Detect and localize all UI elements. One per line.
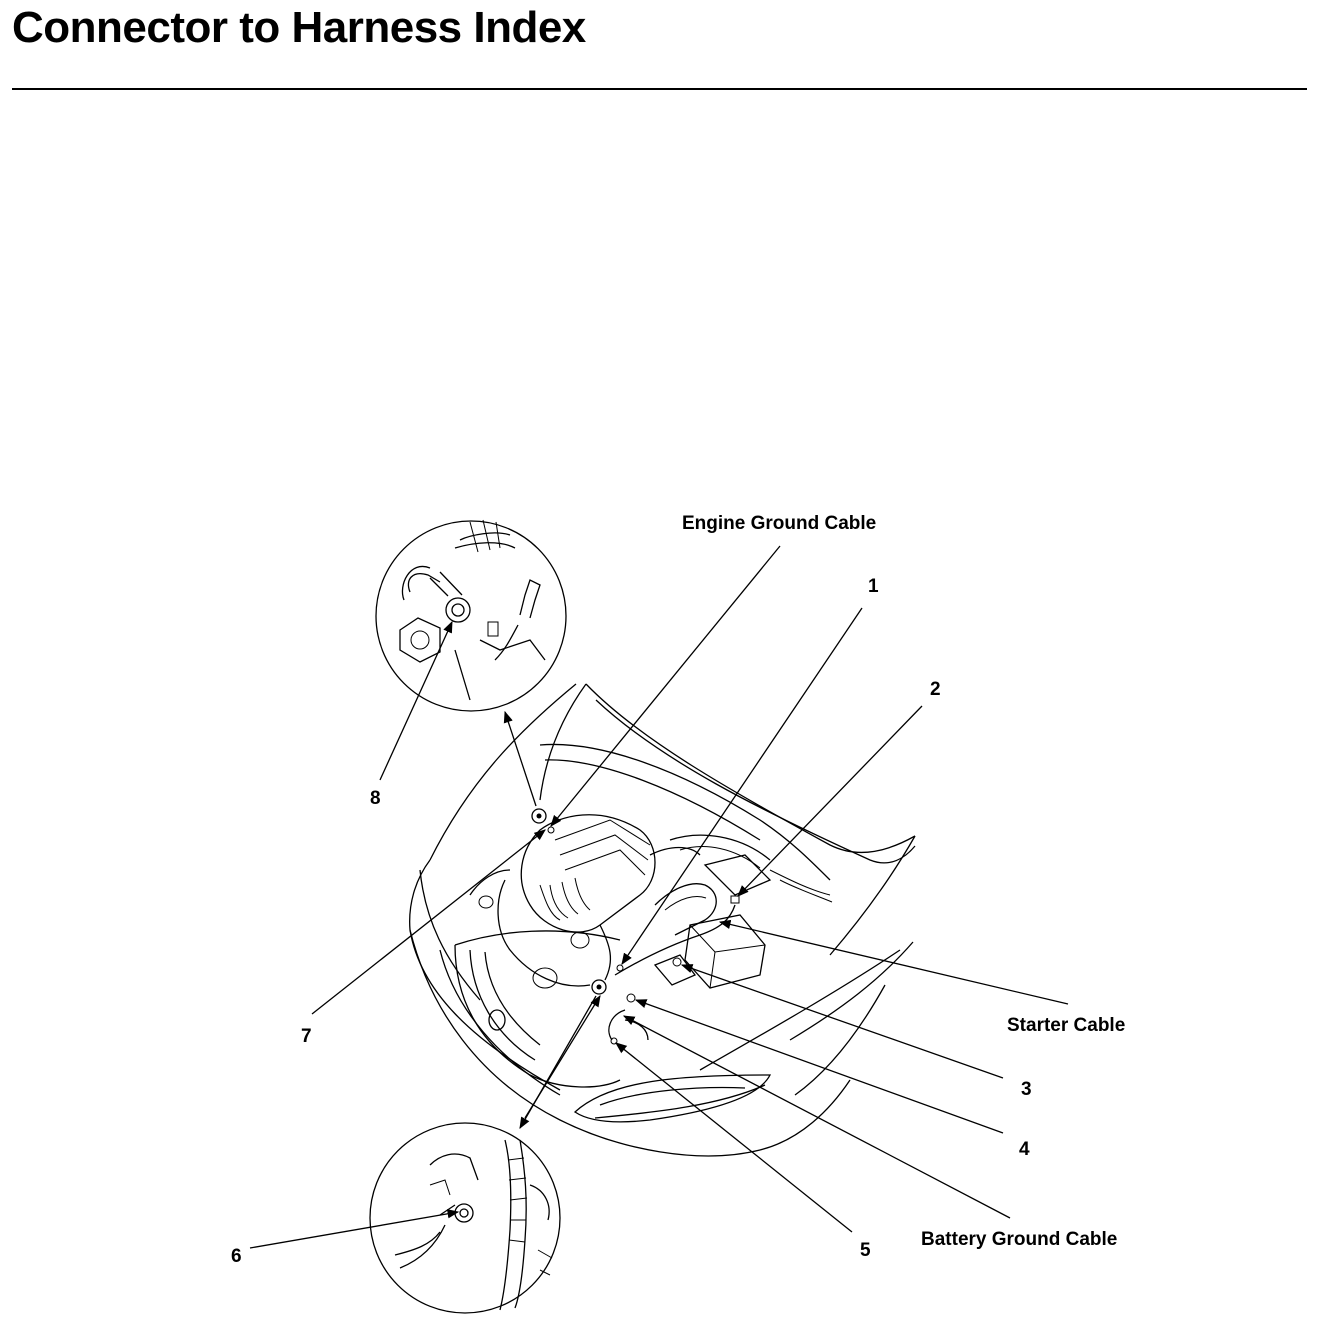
callout-7: 7 [301,1026,312,1047]
detail-view-battery-ground [369,1122,561,1314]
callout-4: 4 [1019,1139,1030,1160]
callout-8: 8 [370,788,381,809]
label-battery-ground-cable: Battery Ground Cable [921,1229,1117,1250]
leader-lines [249,545,1069,1249]
label-starter-cable: Starter Cable [1007,1015,1125,1036]
vehicle-body-outline [409,683,916,1157]
callout-3: 3 [1021,1079,1032,1100]
page-title: Connector to Harness Index [12,3,586,52]
detail-view-engine-ground [375,519,567,712]
callout-1: 1 [868,576,879,597]
label-engine-ground-cable: Engine Ground Cable [682,513,876,534]
callout-2: 2 [930,679,941,700]
callout-5: 5 [860,1240,871,1261]
callout-6: 6 [231,1246,242,1267]
title-divider [12,88,1307,90]
engine-assembly [469,808,833,1045]
